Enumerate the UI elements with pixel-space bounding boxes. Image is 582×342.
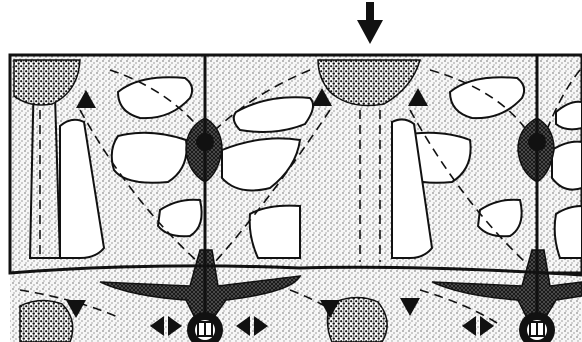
down-arrow-icon — [357, 2, 383, 44]
